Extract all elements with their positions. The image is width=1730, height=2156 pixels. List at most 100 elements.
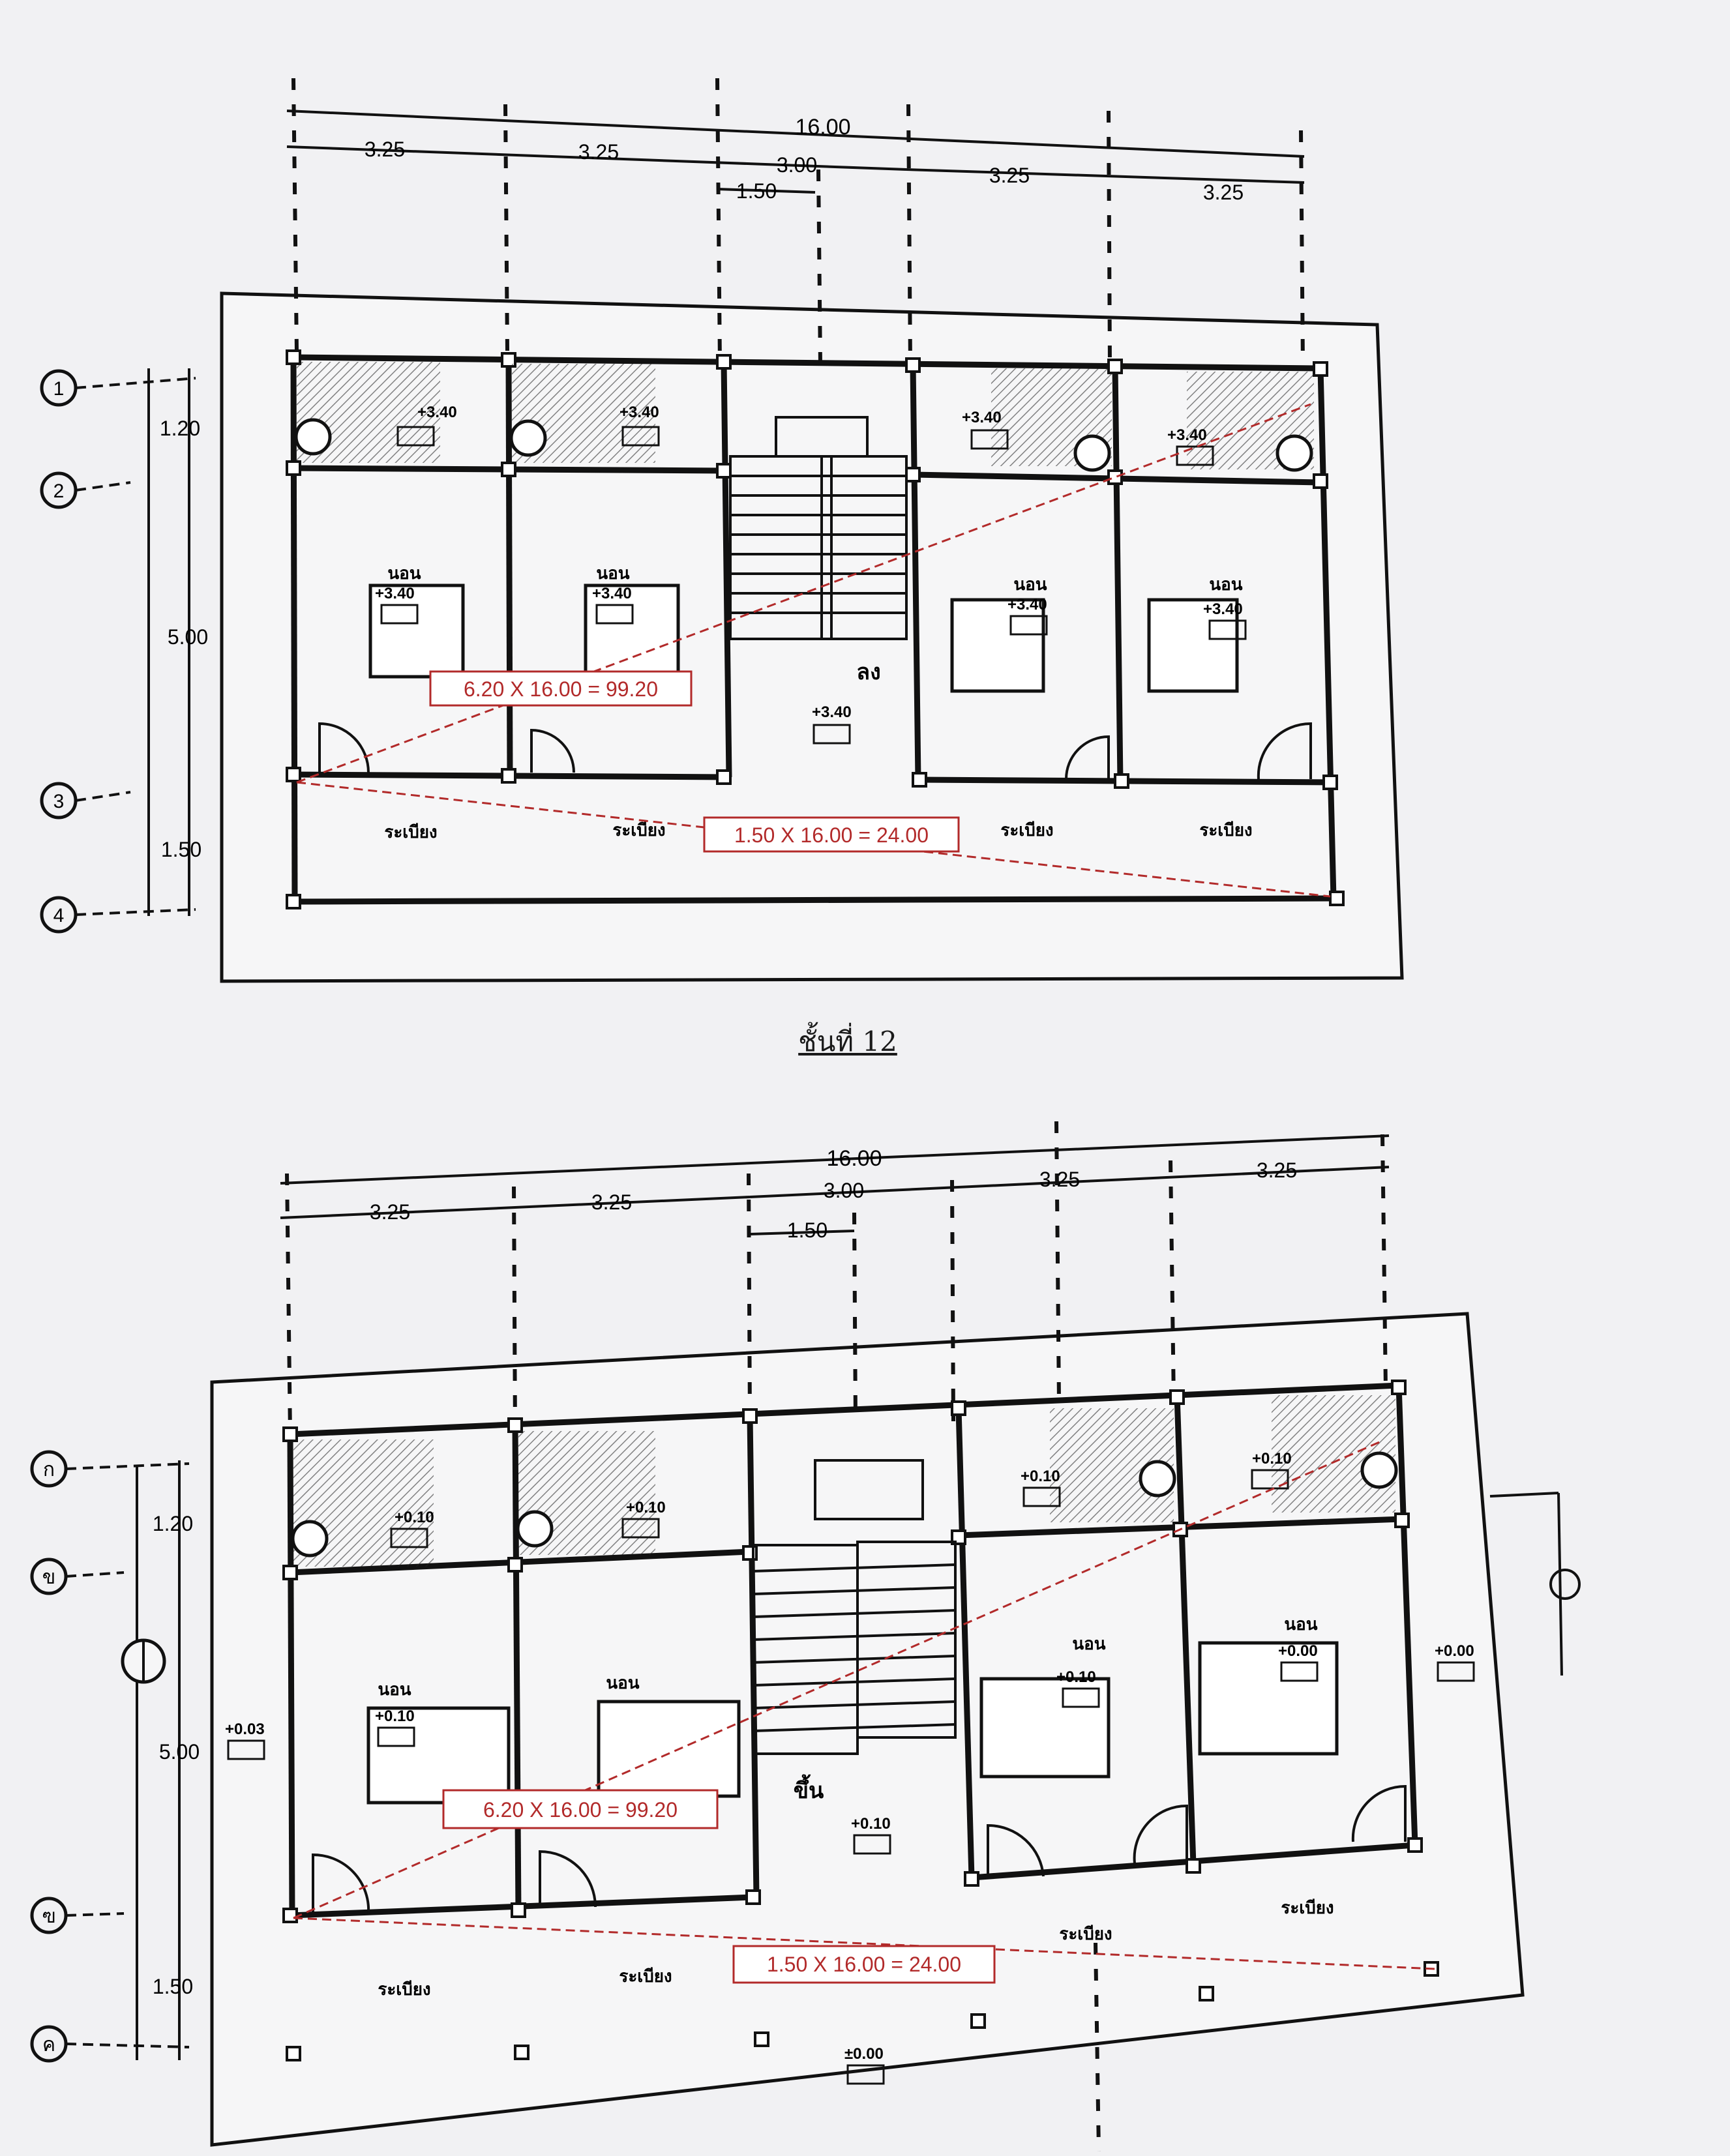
level-tag: +3.40	[592, 585, 634, 625]
balcony-label: ระเบียง	[1059, 1925, 1112, 1944]
svg-text:+0.10: +0.10	[1056, 1668, 1096, 1686]
svg-text:+3.40: +3.40	[375, 585, 415, 602]
walls	[290, 354, 1337, 905]
svg-text:1.50 X 16.00 = 24.00: 1.50 X 16.00 = 24.00	[734, 823, 929, 847]
svg-text:+3.40: +3.40	[1007, 596, 1047, 613]
level-tag: +0.10	[1251, 1450, 1292, 1490]
level-tag: +0.03	[225, 1720, 265, 1760]
dim-bay-1: 3.25	[370, 1200, 410, 1224]
dim-bay-2: 3.25	[578, 140, 619, 164]
svg-text:+3.40: +3.40	[1167, 426, 1207, 444]
svg-text:+0.10: +0.10	[1252, 1450, 1292, 1468]
level-tag: +3.40	[1203, 600, 1247, 640]
dim-bay-3: 3.00	[824, 1179, 864, 1202]
svg-text:ฃ: ฃ	[42, 1905, 55, 1928]
dim-row-3: 1.50	[153, 1975, 193, 1998]
dim-bay-5: 3.25	[1257, 1159, 1297, 1182]
dim-bay-4: 3.25	[989, 164, 1030, 187]
svg-text:+3.40: +3.40	[962, 409, 1002, 426]
svg-text:1.50 X 16.00 = 24.00: 1.50 X 16.00 = 24.00	[767, 1953, 961, 1976]
svg-text:4: 4	[53, 905, 65, 926]
level-tag: +0.10	[851, 1815, 891, 1855]
area-label-balcony: 1.50 X 16.00 = 24.00	[703, 816, 960, 853]
grid-bubble: 3	[40, 782, 131, 820]
svg-text:6.20 X 16.00 = 99.20: 6.20 X 16.00 = 99.20	[483, 1798, 678, 1822]
balcony-label: ระเบียง	[378, 1980, 430, 2000]
beds	[368, 583, 1239, 693]
level-tag: +3.40	[375, 585, 419, 625]
room-label: นอน	[1013, 575, 1047, 595]
level-tag: +3.40	[1167, 426, 1214, 466]
section-marker	[121, 1638, 166, 1684]
row-dimension-line	[147, 368, 190, 916]
dim-overall: 16.00	[826, 1146, 882, 1171]
room-label: นอน	[606, 1674, 639, 1693]
dim-bay-5: 3.25	[1203, 181, 1244, 204]
stair	[729, 416, 908, 640]
columns	[286, 349, 1345, 909]
room-label: นอน	[387, 564, 421, 583]
svg-text:+3.40: +3.40	[1203, 600, 1243, 618]
top-plan: 16.00 3.25 3.25 3.00 3.25 3.25 1.50 1.20…	[40, 78, 1404, 983]
room-label: นอน	[1072, 1634, 1105, 1654]
dim-bay-3: 3.00	[777, 153, 817, 177]
grid-axis-lines	[285, 1121, 1388, 2152]
level-tag: +0.10	[375, 1707, 415, 1747]
svg-text:±0.00: ±0.00	[844, 2045, 884, 2063]
section-marker	[1489, 1492, 1581, 1676]
stair-label: ลง	[856, 659, 880, 685]
area-label-main: 6.20 X 16.00 = 99.20	[429, 670, 693, 707]
beds	[366, 1641, 1339, 1805]
svg-text:+0.00: +0.00	[1278, 1642, 1318, 1660]
dim-bay-2: 3.25	[591, 1190, 632, 1214]
row-dimension-line	[136, 1460, 181, 2060]
svg-text:+3.40: +3.40	[619, 404, 659, 421]
level-tag: +0.00	[1278, 1642, 1319, 1682]
svg-text:ค: ค	[42, 2033, 55, 2056]
room-label: นอน	[596, 564, 629, 583]
area-label-main: 6.20 X 16.00 = 99.20	[442, 1789, 719, 1829]
svg-text:ก: ก	[43, 1458, 55, 1481]
svg-text:+3.40: +3.40	[417, 404, 457, 421]
grid-bubble: 1	[40, 369, 196, 407]
svg-text:2: 2	[53, 480, 65, 502]
dim-bay-1: 3.25	[365, 138, 405, 161]
balcony-label: ระเบียง	[619, 1967, 672, 1986]
dim-stair-offset: 1.50	[787, 1218, 828, 1242]
svg-text:3: 3	[53, 791, 65, 812]
level-tag: +3.40	[812, 703, 852, 745]
area-label-balcony: 1.50 X 16.00 = 24.00	[732, 1945, 996, 1984]
dim-stair-offset: 1.50	[736, 179, 777, 203]
bathroom-fixtures	[291, 1395, 1398, 1567]
grid-bubble: 2	[40, 471, 131, 509]
svg-text:+0.00: +0.00	[1435, 1642, 1474, 1660]
bottom-plan: 16.00 3.25 3.25 3.00 3.25 3.25 1.50 1.20…	[30, 1121, 1581, 2152]
grid-bubble: ข	[30, 1558, 125, 1595]
grid-bubble: ก	[30, 1450, 190, 1488]
svg-text:+0.10: +0.10	[395, 1509, 434, 1526]
stair-label: ขึ้น	[794, 1774, 824, 1804]
grid-bubble: ค	[30, 2025, 190, 2063]
svg-text:+3.40: +3.40	[592, 585, 632, 602]
dim-row-2: 5.00	[168, 625, 208, 649]
balcony-label: ระเบียง	[384, 823, 437, 842]
level-tag: +0.00	[1435, 1642, 1475, 1682]
svg-text:6.20 X 16.00 = 99.20: 6.20 X 16.00 = 99.20	[464, 677, 658, 701]
dim-row-2: 5.00	[159, 1740, 200, 1764]
area-annotation-dashes	[293, 1440, 1435, 1970]
level-tag: +0.10	[1056, 1668, 1100, 1708]
svg-text:+0.10: +0.10	[851, 1815, 891, 1833]
balcony-label: ระเบียง	[1281, 1898, 1334, 1918]
room-label: นอน	[1209, 575, 1242, 595]
door-swings	[312, 1784, 1407, 1914]
balcony-label: ระเบียง	[1000, 821, 1053, 840]
level-tag: +3.40	[1007, 596, 1048, 636]
dim-row-1: 1.20	[153, 1512, 193, 1535]
level-tag: +0.10	[390, 1509, 434, 1548]
balcony-label: ระเบียง	[612, 821, 665, 840]
svg-text:+0.03: +0.03	[225, 1720, 265, 1738]
floor-caption: ชั้นที่ 12	[798, 1026, 897, 1057]
dimension-lines	[280, 1134, 1390, 1235]
room-label: นอน	[378, 1680, 411, 1700]
